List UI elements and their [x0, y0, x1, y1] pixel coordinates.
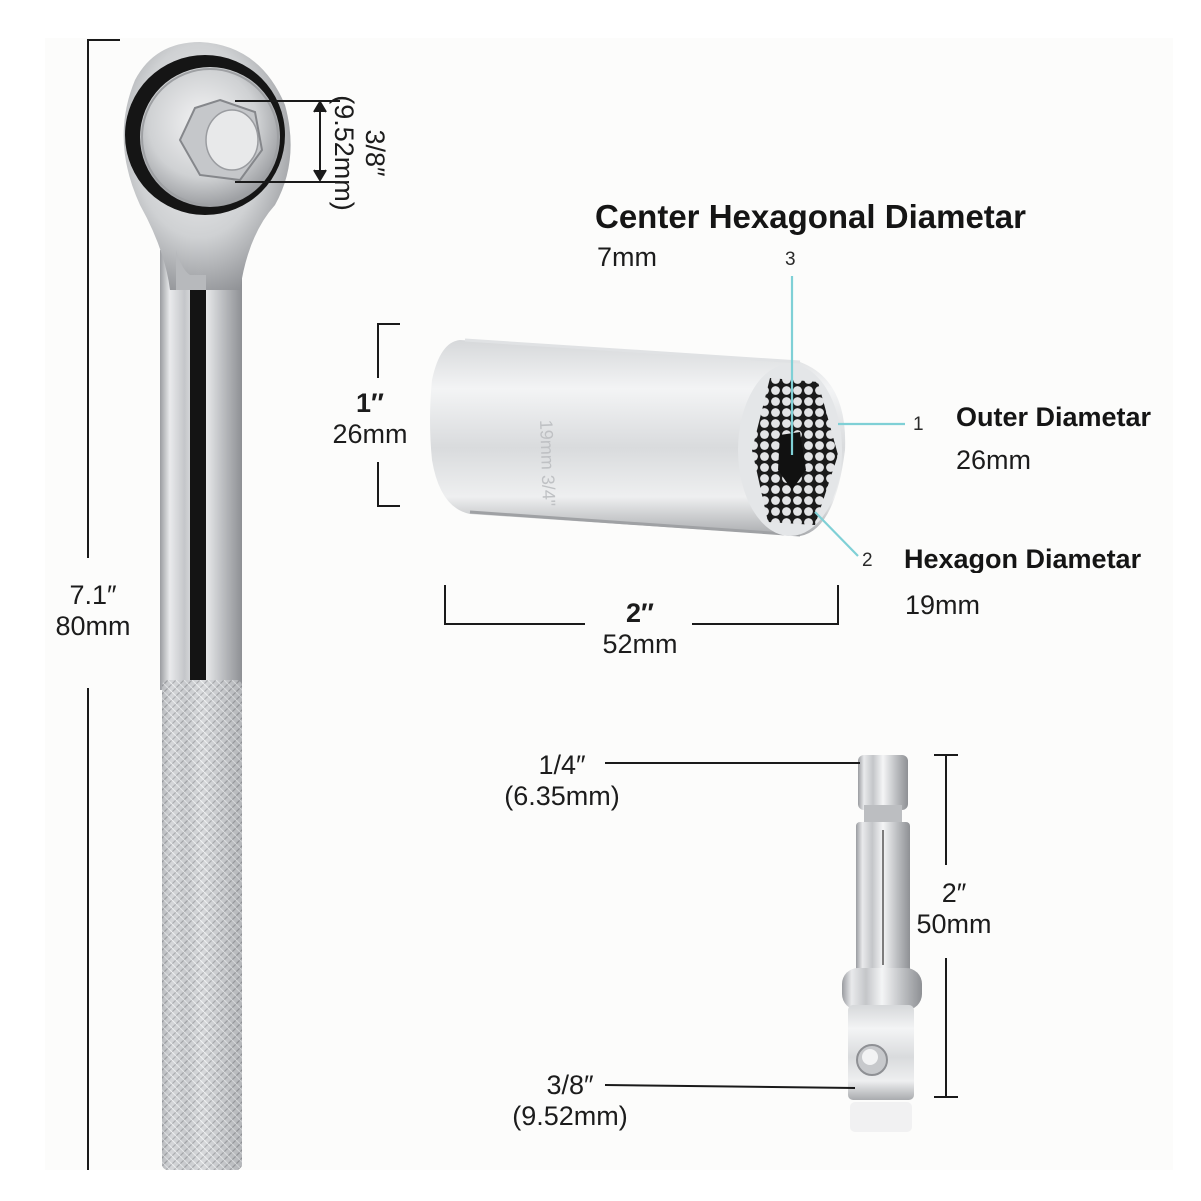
adapter-top-label: 1/4″ (6.35mm)	[492, 752, 632, 810]
gator-socket-illustration: 19mm 3/4"	[430, 338, 846, 537]
adapter-length-label: 2″ 50mm	[908, 880, 1000, 938]
ratchet-wrench-illustration	[123, 42, 291, 1170]
socket-length-metric: 52mm	[602, 629, 678, 659]
adapter-leader-lines	[604, 762, 860, 1089]
adapter-bottom-metric: (9.52mm)	[512, 1101, 628, 1131]
ratchet-length-bracket	[87, 39, 120, 1170]
callout-number-2: 2	[862, 550, 873, 571]
socket-callout-lines	[790, 276, 905, 557]
ratchet-drive-metric: (9.52mm)	[329, 95, 359, 211]
center-hex-title: Center Hexagonal Diametar	[595, 198, 1026, 235]
adapter-length-bracket	[934, 754, 958, 1098]
socket-height-inch: 1″	[356, 388, 384, 418]
adapter-length-metric: 50mm	[916, 909, 992, 939]
socket-length-label: 2″ 52mm	[590, 600, 690, 658]
ratchet-length-metric: 80mm	[55, 611, 131, 641]
outer-diameter-value: 26mm	[956, 445, 1032, 475]
adapter-length-inch: 2″	[941, 878, 967, 908]
callout-number-1: 1	[913, 414, 924, 435]
ratchet-drive-bracket	[235, 100, 340, 183]
ratchet-length-label: 7.1″ 80mm	[48, 582, 138, 640]
outer-diameter-title: Outer Diametar	[956, 404, 1152, 431]
ratchet-drive-inch: 3/8″	[360, 129, 390, 177]
center-hex-value: 7mm	[597, 242, 657, 272]
drill-adapter-illustration	[842, 755, 922, 1132]
socket-length-inch: 2″	[626, 598, 654, 628]
adapter-bottom-label: 3/8″ (9.52mm)	[500, 1072, 640, 1130]
adapter-bottom-inch: 3/8″	[546, 1070, 594, 1100]
socket-height-label: 1″ 26mm	[324, 390, 416, 448]
svg-text:19mm 3/4": 19mm 3/4"	[536, 419, 559, 506]
adapter-top-metric: (6.35mm)	[504, 781, 620, 811]
callout-number-3: 3	[785, 249, 796, 270]
hexagon-diameter-value: 19mm	[905, 590, 981, 620]
socket-height-bracket	[377, 323, 400, 507]
socket-length-bracket	[444, 585, 839, 625]
ratchet-drive-label: 3/8″ (9.52mm)	[329, 88, 390, 218]
hexagon-diameter-title: Hexagon Diametar	[904, 546, 1142, 573]
adapter-top-inch: 1/4″	[538, 750, 586, 780]
ratchet-length-inch: 7.1″	[69, 580, 117, 610]
socket-height-metric: 26mm	[332, 419, 408, 449]
